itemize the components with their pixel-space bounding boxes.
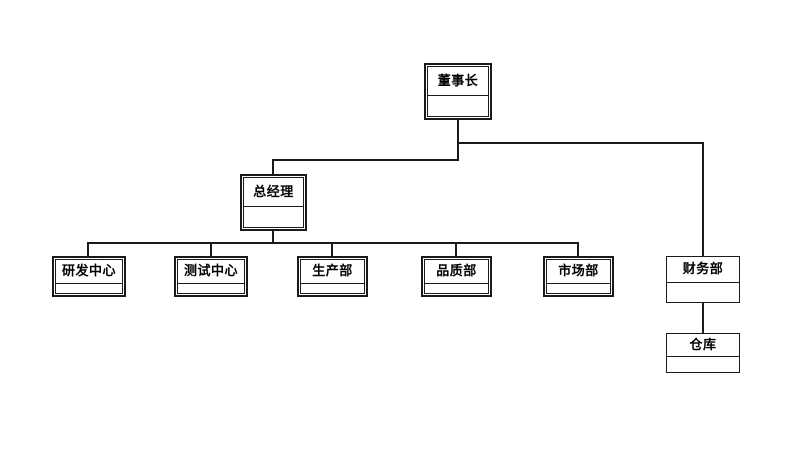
org-node-label-finance-dept: 财务部 bbox=[667, 257, 739, 283]
org-node-frame-finance-dept: 财务部 bbox=[666, 256, 740, 303]
org-node-label-general-manager: 总经理 bbox=[244, 178, 303, 207]
org-node-label-production-dept: 生产部 bbox=[301, 260, 364, 284]
org-node-detail-row-marketing-dept bbox=[547, 284, 610, 293]
org-node-label-test-center: 测试中心 bbox=[178, 260, 244, 284]
org-node-detail-row-test-center bbox=[178, 284, 244, 293]
org-node-test-center[interactable]: 测试中心 bbox=[174, 256, 248, 297]
org-node-frame-production-dept: 生产部 bbox=[300, 259, 365, 294]
org-node-quality-dept[interactable]: 品质部 bbox=[421, 256, 492, 297]
org-node-detail-row-rd-center bbox=[56, 284, 122, 293]
org-node-frame-rd-center: 研发中心 bbox=[55, 259, 123, 294]
org-node-rd-center[interactable]: 研发中心 bbox=[52, 256, 126, 297]
org-node-detail-row-finance-dept bbox=[667, 283, 739, 302]
org-node-frame-quality-dept: 品质部 bbox=[424, 259, 489, 294]
org-node-detail-row-quality-dept bbox=[425, 284, 488, 293]
org-node-chairman[interactable]: 董事长 bbox=[424, 63, 492, 120]
org-node-label-quality-dept: 品质部 bbox=[425, 260, 488, 284]
org-node-detail-row-warehouse bbox=[667, 357, 739, 372]
org-node-detail-row-production-dept bbox=[301, 284, 364, 293]
org-node-frame-warehouse: 仓库 bbox=[666, 333, 740, 373]
org-node-label-chairman: 董事长 bbox=[428, 67, 488, 96]
org-node-label-marketing-dept: 市场部 bbox=[547, 260, 610, 284]
org-node-finance-dept[interactable]: 财务部 bbox=[666, 256, 740, 303]
org-node-general-manager[interactable]: 总经理 bbox=[240, 174, 307, 231]
org-node-label-warehouse: 仓库 bbox=[667, 334, 739, 357]
org-node-label-rd-center: 研发中心 bbox=[56, 260, 122, 284]
org-node-detail-row-chairman bbox=[428, 96, 488, 116]
org-node-frame-test-center: 测试中心 bbox=[177, 259, 245, 294]
org-node-marketing-dept[interactable]: 市场部 bbox=[543, 256, 614, 297]
org-node-frame-marketing-dept: 市场部 bbox=[546, 259, 611, 294]
org-node-warehouse[interactable]: 仓库 bbox=[666, 333, 740, 373]
org-node-frame-general-manager: 总经理 bbox=[243, 177, 304, 228]
org-node-production-dept[interactable]: 生产部 bbox=[297, 256, 368, 297]
org-node-frame-chairman: 董事长 bbox=[427, 66, 489, 117]
org-node-detail-row-general-manager bbox=[244, 207, 303, 227]
